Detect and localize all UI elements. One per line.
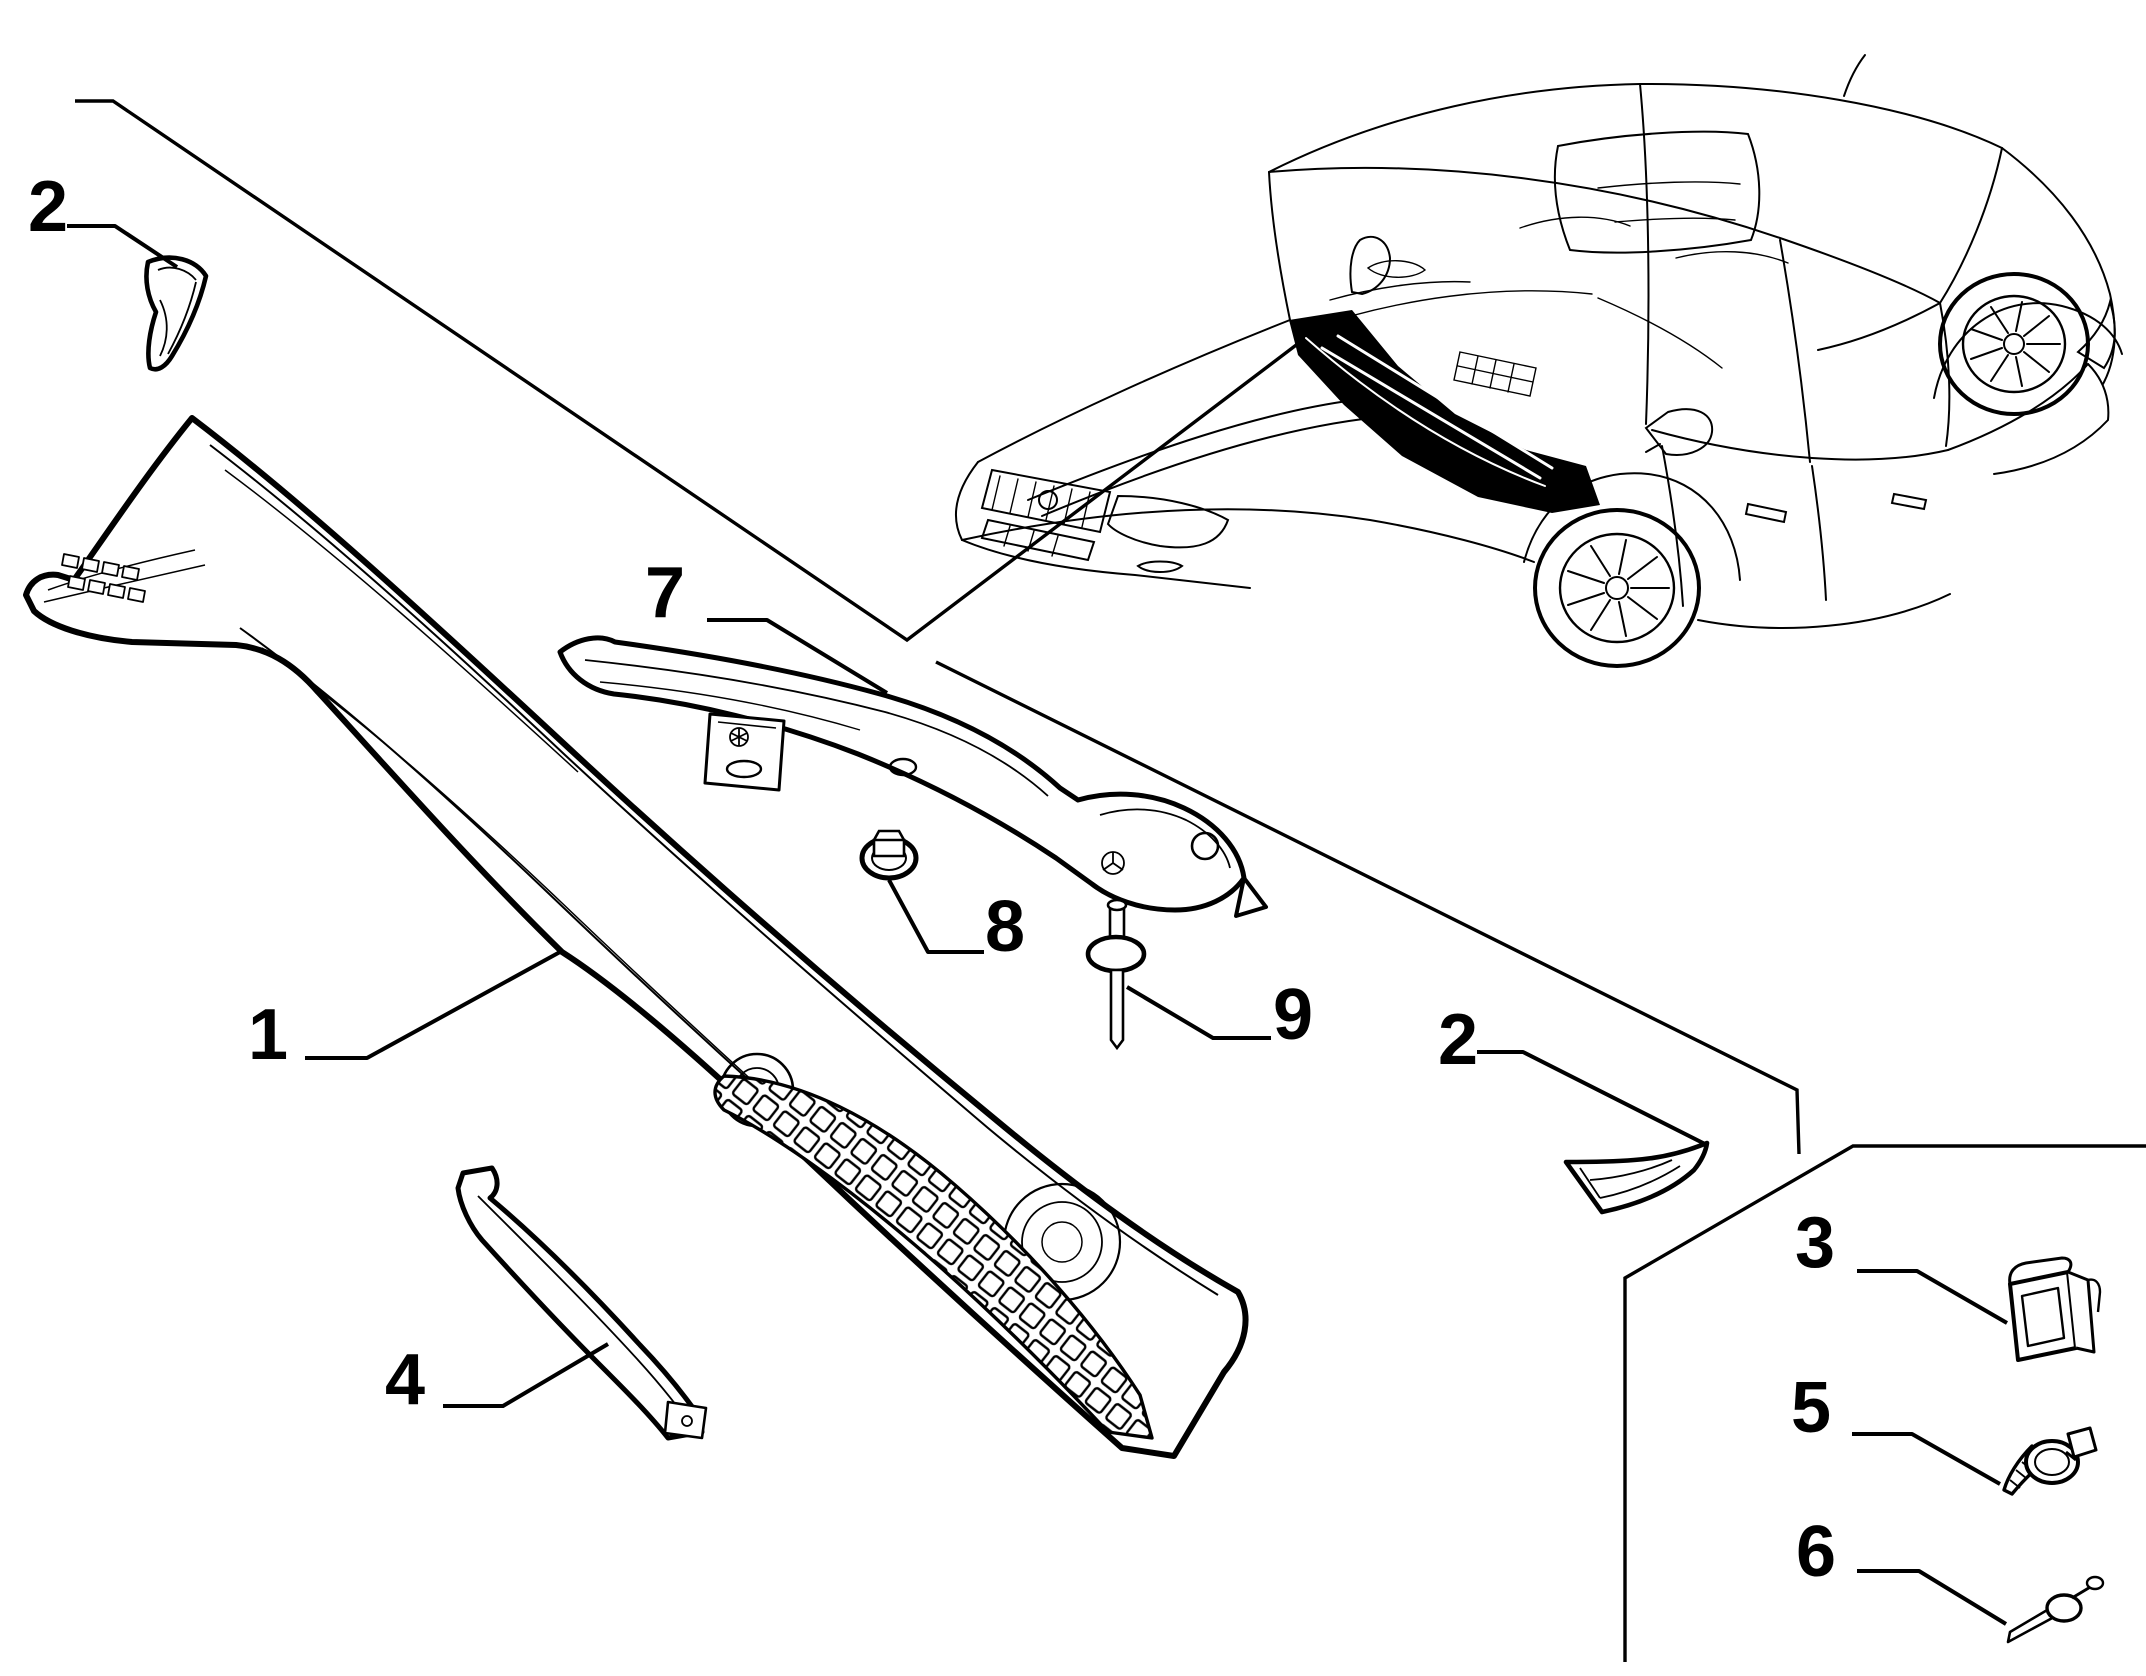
leader-4 [443, 1342, 610, 1408]
callout-5: 5 [1791, 1368, 1832, 1448]
brand-badge-icon [1038, 490, 1058, 510]
callout-2-top-left: 2 [28, 167, 69, 247]
antenna [1843, 54, 1866, 97]
headlight [1106, 494, 1230, 549]
door-handle [1744, 502, 1788, 524]
car-thumbnail [955, 54, 2123, 668]
cowl-vent-grid [61, 553, 146, 603]
leader-7 [707, 618, 889, 695]
cowl-highlight [1289, 310, 1600, 513]
screw-head-icon [729, 727, 749, 747]
callout-2-right: 2 [1438, 1000, 1479, 1080]
leader-1 [305, 950, 561, 1060]
part-5-expansion-rivet [2002, 1426, 2098, 1496]
car-mirrors [1349, 235, 1714, 456]
frame-lines [75, 99, 2146, 1662]
near-door-mirror [1644, 408, 1714, 456]
part-7-reinforcement-bar [557, 635, 1268, 918]
part-1-cowl-panel [23, 415, 1249, 1459]
car-connector-line [75, 99, 1318, 643]
part-3-retaining-clip [2008, 1256, 2102, 1362]
taillight [2076, 298, 2116, 370]
fog-light [1136, 560, 1184, 573]
leader-2-right [1477, 1050, 1706, 1146]
door-handle [1890, 492, 1928, 511]
part-9-pin [1085, 898, 1147, 1051]
part-4-bracket-strip [455, 1165, 708, 1441]
callout-6: 6 [1796, 1512, 1837, 1592]
leader-2-top-left [67, 224, 179, 269]
cowl-mesh-grille [713, 1074, 1154, 1440]
callout-4: 4 [385, 1340, 426, 1420]
leader-3 [1857, 1269, 2009, 1325]
car-front-wheel [1533, 508, 1701, 668]
cowl-highlight-patch [1289, 310, 1600, 513]
part-8-nut [859, 829, 919, 881]
part-2-seal-left [144, 255, 209, 372]
sunroof [1553, 130, 1761, 254]
callout-3: 3 [1795, 1203, 1836, 1283]
callout-9: 9 [1273, 975, 1314, 1055]
part-2-seal-right [1563, 1140, 1710, 1215]
steering-wheel [1366, 260, 1427, 278]
car-rear-wheel [1938, 272, 2090, 416]
car-front-grille [980, 468, 1230, 573]
callout-leader-lines [67, 224, 2009, 1626]
inset-connector-line [935, 660, 1801, 1155]
pivot-screw-icon [1101, 851, 1125, 875]
inset-frame-line [1623, 1144, 2146, 1662]
part-6-push-pin [2006, 1575, 2105, 1644]
leader-6 [1857, 1569, 2008, 1626]
callout-1: 1 [248, 995, 289, 1075]
callout-8: 8 [985, 887, 1026, 967]
leader-8 [887, 879, 984, 954]
callout-7: 7 [645, 553, 686, 633]
leader-5 [1852, 1432, 2001, 1486]
leader-9 [1125, 985, 1271, 1040]
far-door-mirror [1349, 235, 1392, 296]
